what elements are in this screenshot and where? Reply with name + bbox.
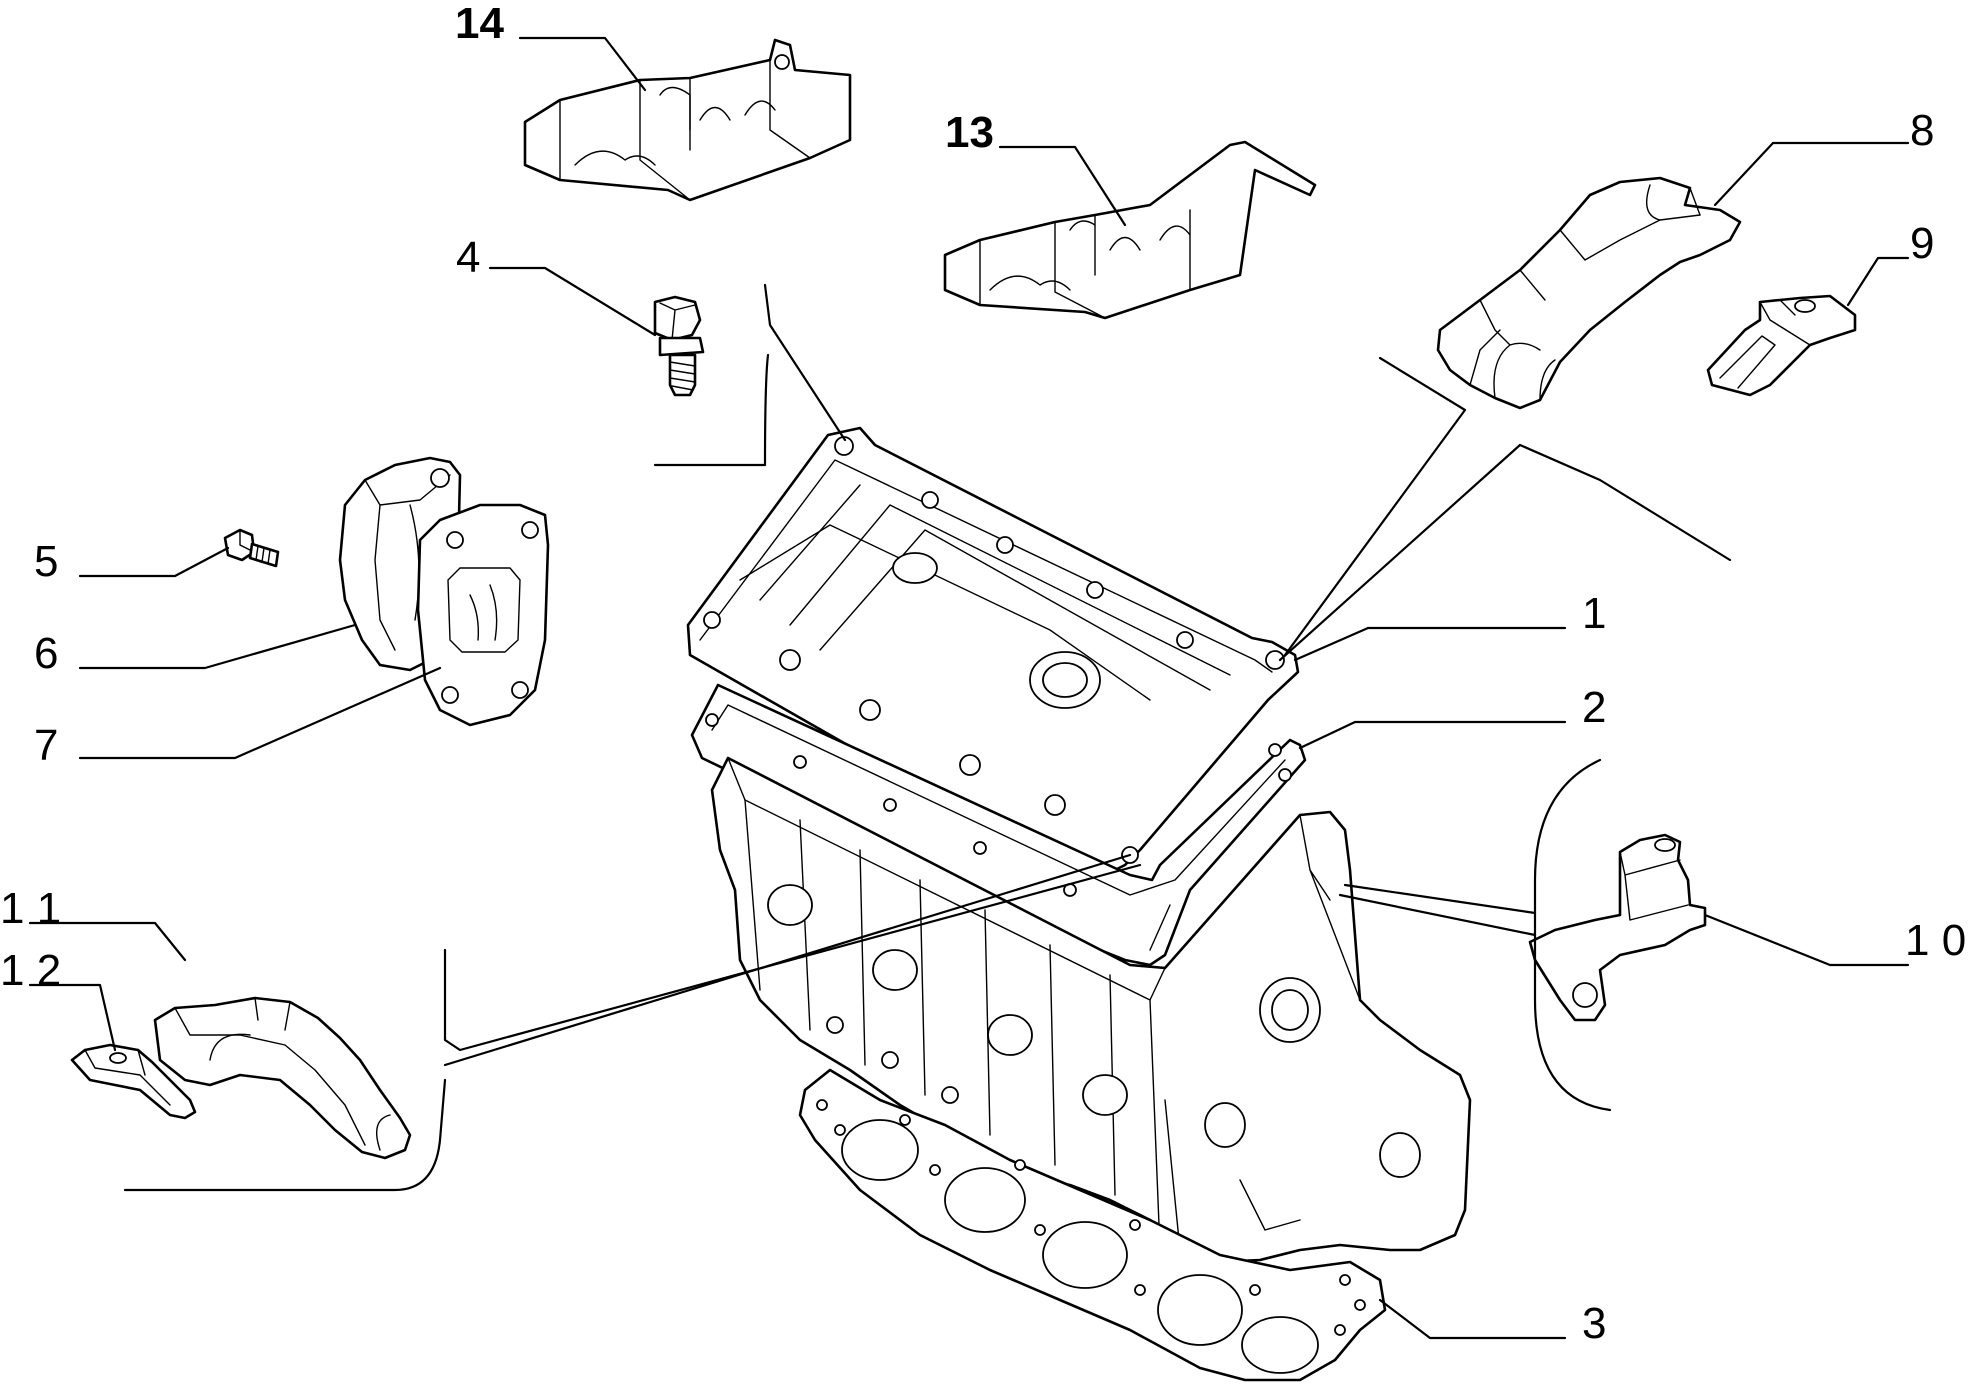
part-13-pipe-clip-long-arm: [943, 140, 1317, 320]
part-11-pipe-support: [153, 996, 412, 1160]
callout-1: 1: [1582, 589, 1606, 638]
part-2-cover-gasket: [690, 683, 1307, 967]
callout-labels: 14 13 4 5 6 7 8 9 1 2 3 1 0 1 1 1 2: [0, 0, 1966, 1348]
callout-8: 8: [1910, 106, 1934, 155]
callout-3: 3: [1582, 1299, 1606, 1348]
part-10-bracket: [1528, 833, 1707, 1022]
callout-6: 6: [34, 629, 58, 678]
part-5-small-bolt: [223, 528, 280, 568]
callout-5: 5: [34, 537, 58, 586]
callout-13: 13: [945, 108, 994, 157]
callout-10: 1 0: [1905, 916, 1966, 965]
part-8-pipe-support: [1436, 176, 1742, 410]
part-7-gasket-plate: [416, 503, 550, 727]
part-3-head-gasket: [798, 1068, 1387, 1382]
cylinder-head-block: [710, 756, 1472, 1264]
callout-12: 1 2: [0, 946, 61, 995]
callout-9: 9: [1910, 219, 1934, 268]
callout-11: 1 1: [0, 884, 61, 933]
callout-2: 2: [1582, 683, 1606, 732]
part-14-pipe-clip-bracket: [523, 38, 852, 202]
part-4-bolt: [653, 295, 705, 397]
callout-14: 14: [455, 0, 504, 48]
callout-4: 4: [456, 233, 480, 282]
part-1-valve-cover: [686, 426, 1300, 872]
leader-lines: [28, 36, 1910, 1340]
part-9-small-clip: [1706, 294, 1857, 397]
callout-7: 7: [34, 721, 58, 770]
